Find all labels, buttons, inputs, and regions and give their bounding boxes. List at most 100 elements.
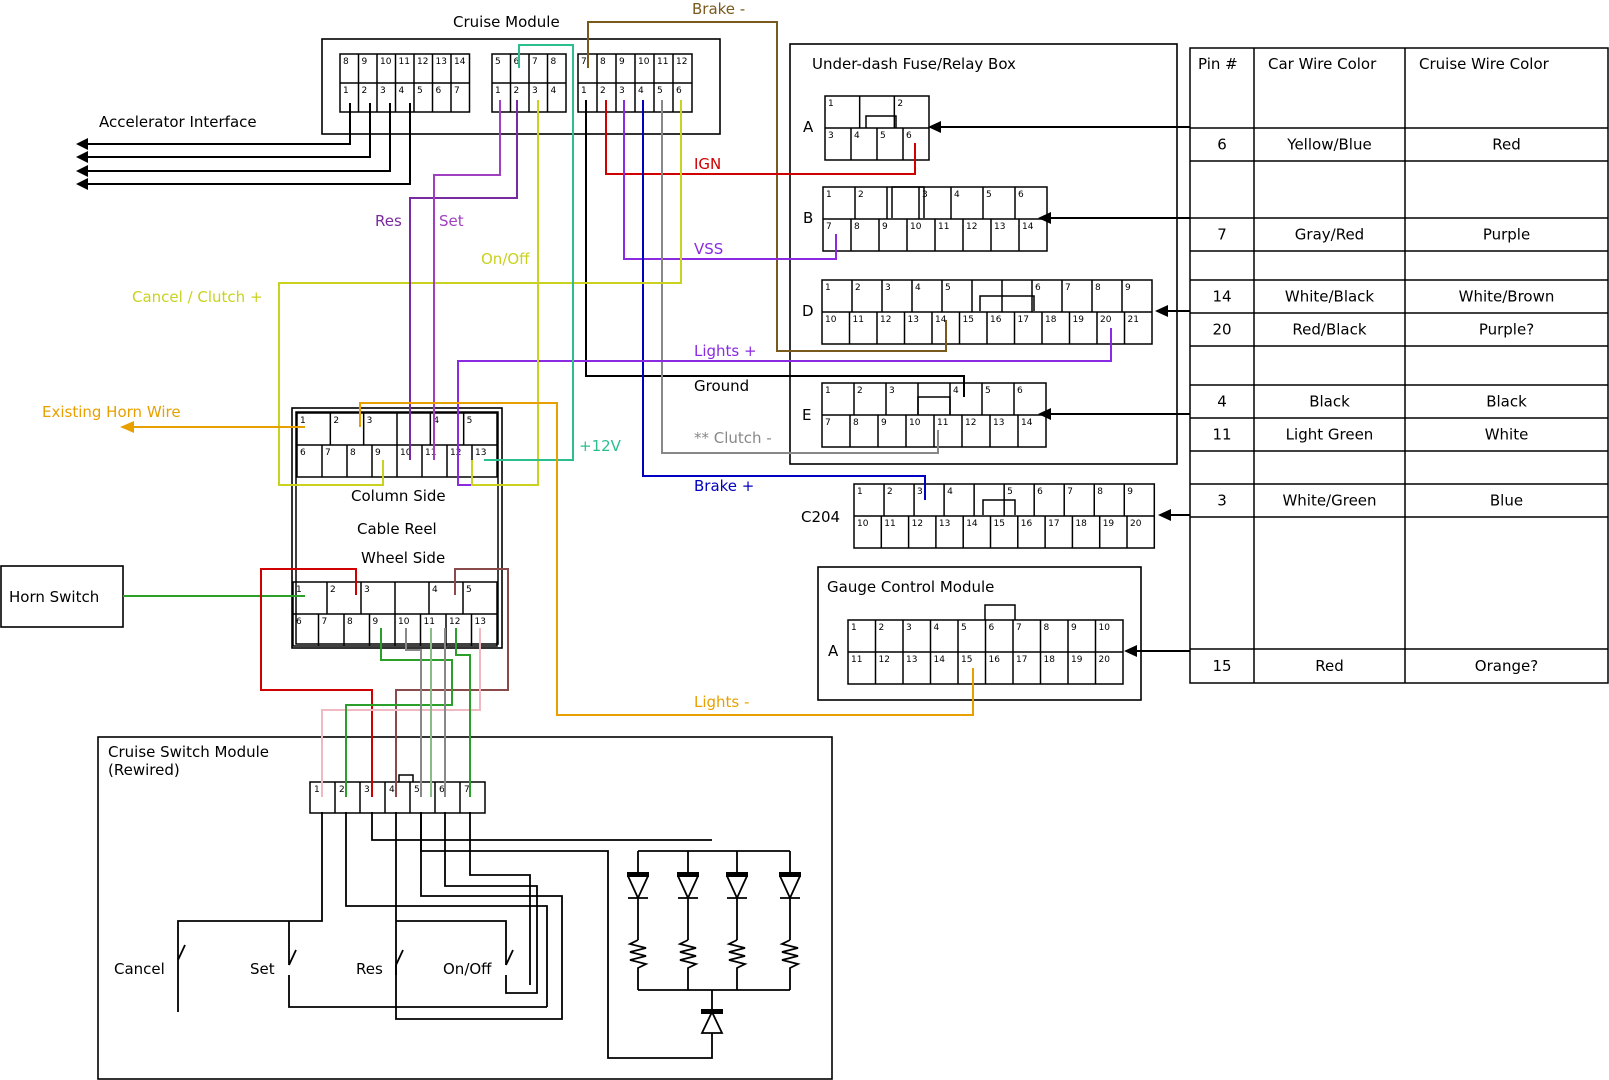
cm-c-pin-label: 5 bbox=[657, 86, 663, 96]
table-cell: Blue bbox=[1490, 492, 1523, 510]
table-cell: 4 bbox=[1217, 393, 1227, 411]
table-outline bbox=[1189, 47, 1609, 684]
col-pin-label: 4 bbox=[433, 416, 439, 426]
fb-pin-label: 12 bbox=[966, 222, 977, 232]
switch-cancel-label: Cancel bbox=[114, 960, 165, 978]
cruise-module-title: Cruise Module bbox=[453, 13, 560, 31]
set-label: Set bbox=[439, 212, 464, 230]
brake-plus-wire bbox=[642, 100, 926, 500]
vss-label: VSS bbox=[694, 240, 723, 258]
c204-pin-label: 19 bbox=[1103, 519, 1115, 529]
fb-pin-label: 5 bbox=[986, 190, 992, 200]
gm-pin-label: 18 bbox=[1044, 655, 1056, 665]
fd-pin-label: 17 bbox=[1018, 315, 1029, 325]
conn-d-label: D bbox=[802, 302, 814, 320]
plus12v-wire bbox=[484, 44, 574, 461]
fb-pin-label: 2 bbox=[858, 190, 864, 200]
cable-reel-label: Cable Reel bbox=[357, 520, 437, 538]
wheel-gray-wire-a bbox=[405, 628, 422, 797]
table-cell: Black bbox=[1486, 393, 1527, 411]
fd-pin-label: 15 bbox=[963, 315, 974, 325]
cm-c-pin-label: 3 bbox=[619, 86, 625, 96]
col-pin-label: 5 bbox=[467, 416, 473, 426]
fa-pin-label: 2 bbox=[897, 99, 903, 109]
cm-b-pin-label: 3 bbox=[532, 86, 538, 96]
table-cell: Purple? bbox=[1479, 321, 1534, 339]
accel-wire-3 bbox=[80, 103, 391, 172]
fuse-box-title: Under-dash Fuse/Relay Box bbox=[812, 55, 1016, 73]
c204-pin-label: 5 bbox=[1007, 487, 1013, 497]
wh-pin-label: 4 bbox=[432, 585, 438, 595]
cm-a-pin-label: 10 bbox=[380, 57, 392, 67]
c204-pin-label: 14 bbox=[966, 519, 978, 529]
cm-c-pin-label: 11 bbox=[657, 57, 668, 67]
fe-pin-label: 9 bbox=[881, 418, 887, 428]
wires bbox=[76, 21, 1190, 1059]
c204-pin-label: 2 bbox=[887, 487, 893, 497]
res-wire bbox=[409, 100, 518, 460]
table-cell: 20 bbox=[1212, 321, 1231, 339]
csm-pin-label: 5 bbox=[414, 785, 420, 795]
jumper-bridge bbox=[398, 774, 414, 782]
horn-switch-label: Horn Switch bbox=[9, 588, 99, 606]
fd-pin-label: 18 bbox=[1045, 315, 1057, 325]
table-cell: Red bbox=[1315, 657, 1344, 675]
fa-pin-label: 6 bbox=[906, 131, 912, 141]
table-cell: Yellow/Blue bbox=[1286, 136, 1371, 154]
gm-pin-label: 9 bbox=[1071, 623, 1077, 633]
res-label: Res bbox=[375, 212, 402, 230]
ground-wire bbox=[585, 100, 965, 397]
brake-minus-label: Brake - bbox=[692, 0, 745, 18]
fa-pin-label: 1 bbox=[828, 99, 834, 109]
conn-c204-label: C204 bbox=[801, 508, 840, 526]
cm-b-pin-label: 1 bbox=[495, 86, 501, 96]
table-cell: White/Black bbox=[1285, 288, 1375, 306]
wh-pin-label: 10 bbox=[398, 617, 410, 627]
c204-pin-label: 13 bbox=[939, 519, 950, 529]
table-cell: Light Green bbox=[1286, 426, 1374, 444]
fa-pin-label: 3 bbox=[828, 131, 834, 141]
cm-b-pin-label: 8 bbox=[551, 57, 557, 67]
cm-a-pin-label: 2 bbox=[362, 86, 368, 96]
c204-pin-label: 11 bbox=[884, 519, 895, 529]
plus12v-label: +12V bbox=[579, 437, 622, 455]
table-header: Pin # bbox=[1198, 55, 1238, 73]
cm-a-pin-label: 1 bbox=[343, 86, 349, 96]
cm-b-pin-label: 4 bbox=[551, 86, 557, 96]
c204-pin-label: 9 bbox=[1127, 487, 1133, 497]
table-cell: 6 bbox=[1217, 136, 1227, 154]
horn-wire-arrow bbox=[120, 421, 134, 433]
wheel-green-wire-a bbox=[345, 628, 453, 797]
ground-label: Ground bbox=[694, 377, 749, 395]
accel-wire-1 bbox=[80, 103, 351, 145]
csm-pin-label: 1 bbox=[314, 785, 320, 795]
accel-wire-2 bbox=[80, 103, 371, 158]
col-pin-label: 8 bbox=[350, 448, 356, 458]
fe-pin-label: 1 bbox=[825, 386, 831, 396]
gm-pin-label: 4 bbox=[934, 623, 940, 633]
table-cell: Orange? bbox=[1475, 657, 1538, 675]
conn-b-label: B bbox=[803, 209, 813, 227]
gm-pin-label: 19 bbox=[1071, 655, 1083, 665]
fd-pin-label: 20 bbox=[1100, 315, 1112, 325]
col-pin-label: 11 bbox=[425, 448, 436, 458]
cm-a-pin-label: 7 bbox=[454, 86, 460, 96]
table-cell: 14 bbox=[1212, 288, 1231, 306]
table-cell: Red/Black bbox=[1292, 321, 1366, 339]
clutch-minus-label: ** Clutch - bbox=[694, 429, 772, 447]
fb-pin-label: 6 bbox=[1018, 190, 1024, 200]
fe-pin-label: 5 bbox=[985, 386, 991, 396]
cm-c-pin-label: 9 bbox=[619, 57, 625, 67]
gm-pin-label: 12 bbox=[879, 655, 890, 665]
cm-c-pin-label: 7 bbox=[581, 57, 587, 67]
table-cell: Black bbox=[1309, 393, 1350, 411]
cm-b-pin-label: 2 bbox=[514, 86, 520, 96]
cm-c-pin-label: 8 bbox=[600, 57, 606, 67]
wh-pin-label: 3 bbox=[364, 585, 370, 595]
